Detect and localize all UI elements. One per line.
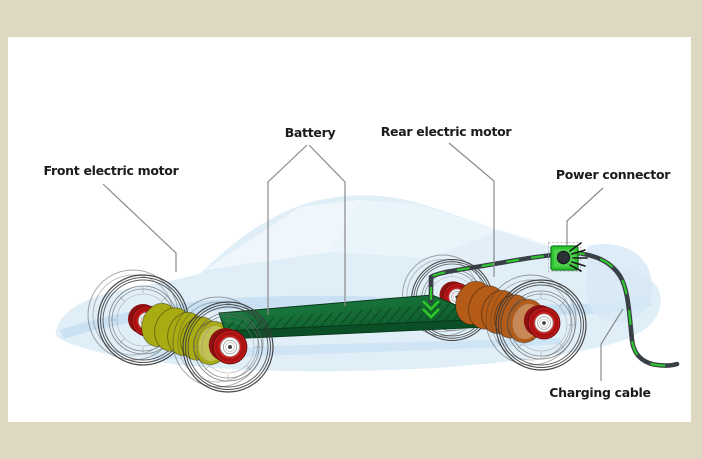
leader-front-motor	[102, 183, 177, 272]
leader-battery-right	[308, 144, 346, 306]
leader-battery-left	[267, 144, 308, 315]
leader-rear-motor	[448, 142, 495, 277]
charging-cable	[428, 250, 680, 368]
label-battery: Battery	[284, 125, 336, 140]
power-connector	[548, 242, 588, 272]
label-charging-cable: Charging cable	[549, 385, 651, 400]
leader-lines	[102, 142, 624, 381]
label-front-electric-motor: Front electric motor	[43, 163, 179, 178]
leader-charging-cable	[600, 308, 624, 381]
label-power-connector: Power connector	[555, 167, 671, 182]
label-rear-electric-motor: Rear electric motor	[380, 124, 512, 139]
battery-cable-arrow	[421, 299, 441, 321]
car-body-silhouette	[55, 195, 661, 372]
leader-power-connector	[566, 187, 604, 245]
